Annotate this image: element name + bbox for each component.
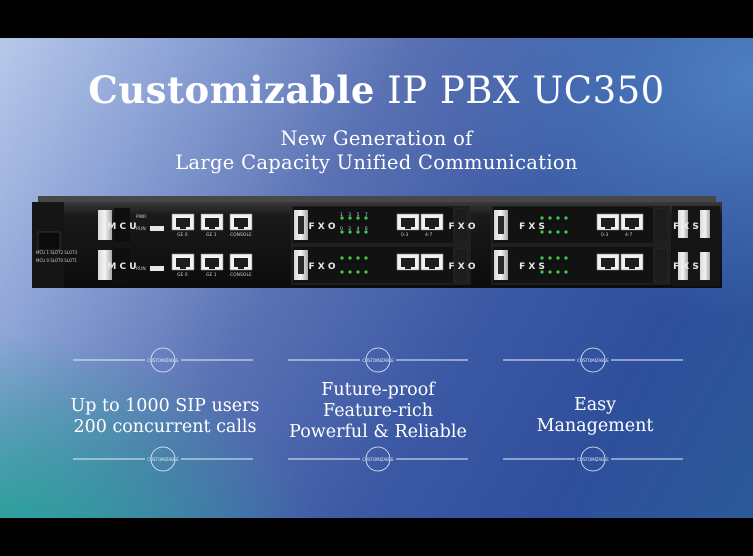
- port-console-bottom: CONSOLE: [230, 272, 252, 278]
- feature-reliability-line2: Feature-rich: [323, 401, 433, 421]
- headline-product: IP PBX UC350: [387, 69, 665, 112]
- ornament-text: CUSTOMIZABLE: [362, 457, 394, 462]
- ornament-text: CUSTOMIZABLE: [362, 358, 394, 363]
- headline: Customizable IP PBX UC350: [0, 68, 753, 112]
- ornament-text: CUSTOMIZABLE: [147, 457, 179, 462]
- pbx-device-image: M C U M C U F X O F X O F X O F X O F X …: [32, 196, 722, 288]
- ornament-text: CUSTOMIZABLE: [577, 358, 609, 363]
- led-row-bottom: 0 2 4 6: [340, 226, 370, 232]
- fxo-label-1: F X O: [308, 222, 335, 232]
- port-ge0-top: GE 0: [177, 232, 188, 238]
- feature-reliability-line1: Future-proof: [321, 380, 435, 400]
- feature-reliability: Future-proof Feature-rich Powerful & Rel…: [270, 380, 486, 443]
- ornament-text: CUSTOMIZABLE: [577, 457, 609, 462]
- ornament-divider-1-bottom: CUSTOMIZABLE: [73, 446, 253, 472]
- ornament-text: CUSTOMIZABLE: [147, 358, 179, 363]
- ornament-divider-2-top: CUSTOMIZABLE: [288, 347, 468, 373]
- slot-row-2: MCU 0 SLOT0 SLOT1: [36, 258, 78, 263]
- subtitle-line1: New Generation of: [280, 127, 473, 150]
- led-row-top: 1 3 5 7: [340, 212, 370, 218]
- slot-row-1: MCU 1 SLOT2 SLOT3: [36, 250, 78, 255]
- fxo-label-3: F X O: [448, 222, 475, 232]
- subtitle-line2: Large Capacity Unified Communication: [175, 151, 578, 174]
- fxs-label-1: F X S: [519, 222, 545, 232]
- feature-management-line2: Management: [536, 416, 654, 436]
- port-ge1-top: GE 1: [206, 232, 217, 238]
- fxo-port-4-7: 4-7: [425, 232, 432, 238]
- led-pwr-label: PWR: [136, 214, 146, 220]
- fxs-label-2: F X S: [519, 262, 545, 272]
- led-run-label-bottom: RUN: [136, 266, 146, 272]
- ornament-divider-2-bottom: CUSTOMIZABLE: [288, 446, 468, 472]
- fxo-label-2: F X O: [308, 262, 335, 272]
- ornament-divider-3-top: CUSTOMIZABLE: [503, 347, 683, 373]
- port-ge0-bottom: GE 0: [177, 272, 188, 278]
- mcu-label-top: M C U: [107, 222, 136, 232]
- fxs-port-0-3: 0-3: [601, 232, 608, 238]
- headline-bold: Customizable: [88, 68, 375, 112]
- fxo-label-4: F X O: [448, 262, 475, 272]
- feature-users-line1: Up to 1000 SIP users: [70, 396, 260, 416]
- fxo-port-0-3: 0-3: [401, 232, 408, 238]
- feature-reliability-line3: Powerful & Reliable: [289, 422, 467, 442]
- port-ge1-bottom: GE 1: [206, 272, 217, 278]
- port-console-top: CONSOLE: [230, 232, 252, 238]
- feature-users-line2: 200 concurrent calls: [73, 417, 257, 437]
- fxs-label-4: F X S: [673, 262, 699, 272]
- fxs-label-3: F X S: [673, 222, 699, 232]
- ornament-divider-3-bottom: CUSTOMIZABLE: [503, 446, 683, 472]
- feature-users: Up to 1000 SIP users 200 concurrent call…: [60, 396, 270, 438]
- mcu-label-bottom: M C U: [107, 262, 136, 272]
- ornament-divider-1-top: CUSTOMIZABLE: [73, 347, 253, 373]
- fxs-port-4-7: 4-7: [625, 232, 632, 238]
- feature-management: Easy Management: [490, 395, 700, 437]
- feature-management-line1: Easy: [573, 395, 617, 415]
- led-run-label-top: RUN: [136, 226, 146, 232]
